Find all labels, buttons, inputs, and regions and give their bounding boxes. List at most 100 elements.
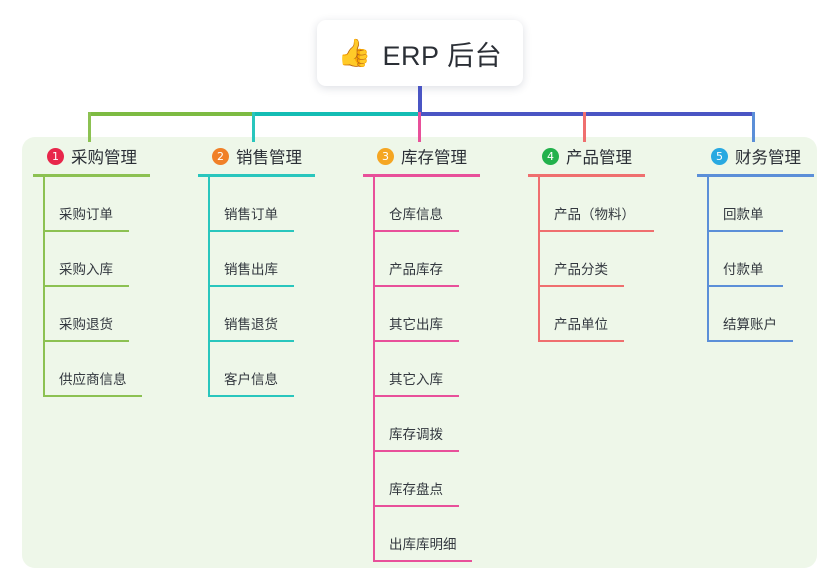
branch-item-label: 产品分类 (554, 262, 608, 277)
branch-item-label: 产品（物料） (554, 207, 635, 222)
branch-item-label: 库存盘点 (389, 482, 443, 497)
branch-item[interactable]: 结算账户 (697, 287, 839, 342)
branch-item-list: 回款单付款单结算账户 (697, 177, 839, 342)
branch-item[interactable]: 客户信息 (198, 342, 348, 397)
branch-item[interactable]: 销售退货 (198, 287, 348, 342)
branch-spine-connector (373, 177, 375, 562)
branch-item-underline (373, 285, 459, 287)
branch-item-label: 出库库明细 (389, 537, 457, 552)
branch-item-label: 产品库存 (389, 262, 443, 277)
branch-item-underline (707, 285, 783, 287)
branch-item-label: 采购订单 (59, 207, 113, 222)
branch-item[interactable]: 仓库信息 (363, 177, 513, 232)
branch-item[interactable]: 产品单位 (528, 287, 683, 342)
branch-item-underline (43, 395, 142, 397)
branch-number-badge: 1 (47, 147, 64, 165)
branch-spine-connector (208, 177, 210, 397)
branch-item[interactable]: 采购退货 (33, 287, 183, 342)
branch-title: 销售管理 (236, 149, 302, 167)
branch-item-label: 回款单 (723, 207, 764, 222)
branch-item-underline (538, 230, 654, 232)
branch-item-list: 产品（物料） 产品分类产品单位 (528, 177, 683, 342)
branch-item[interactable]: 其它出库 (363, 287, 513, 342)
branch-item-underline (707, 230, 783, 232)
branch-number-badge: 5 (711, 147, 728, 165)
branch-drop-connector-3 (418, 112, 421, 142)
branch-column-1: 1 采购管理采购订单采购入库采购退货供应商信息 (33, 143, 183, 397)
branch-underline (198, 174, 315, 177)
branch-column-3: 3 库存管理仓库信息产品库存其它出库其它入库库存调拨库存盘点出库库明细 (363, 143, 513, 562)
branch-spine-connector (43, 177, 45, 397)
branch-item-underline (43, 230, 129, 232)
branch-item-label: 采购退货 (59, 317, 113, 332)
branch-item-underline (373, 395, 459, 397)
branch-item-underline (373, 560, 472, 562)
branch-drop-connector-4 (583, 112, 586, 142)
branch-item-underline (43, 285, 129, 287)
branch-spine-connector (538, 177, 540, 342)
branch-item-label: 库存调拨 (389, 427, 443, 442)
branch-item[interactable]: 产品库存 (363, 232, 513, 287)
branch-item-list: 采购订单采购入库采购退货供应商信息 (33, 177, 183, 397)
branch-item-label: 供应商信息 (59, 372, 127, 387)
bus-segment-teal (252, 112, 418, 116)
branch-item-underline (538, 340, 624, 342)
branch-item-label: 结算账户 (723, 317, 777, 332)
branch-title: 财务管理 (735, 149, 801, 167)
diagram-panel (22, 137, 817, 568)
branch-number-badge: 2 (212, 147, 229, 165)
branch-item-underline (707, 340, 793, 342)
branch-item-label: 销售订单 (224, 207, 278, 222)
branch-item[interactable]: 销售出库 (198, 232, 348, 287)
branch-item-label: 其它出库 (389, 317, 443, 332)
branch-item-underline (208, 340, 294, 342)
root-trunk-connector (418, 86, 422, 114)
branch-title: 库存管理 (401, 149, 467, 167)
branch-column-2: 2 销售管理销售订单销售出库销售退货客户信息 (198, 143, 348, 397)
thumbs-up-icon: 👍 (337, 38, 372, 68)
root-node[interactable]: 👍 ERP 后台 (317, 20, 523, 86)
branch-underline (697, 174, 814, 177)
branch-item-list: 销售订单销售出库销售退货客户信息 (198, 177, 348, 397)
branch-item[interactable]: 采购入库 (33, 232, 183, 287)
branch-header-3[interactable]: 3 库存管理 (363, 143, 513, 169)
branch-item[interactable]: 回款单 (697, 177, 839, 232)
branch-item[interactable]: 出库库明细 (363, 507, 513, 562)
branch-item-underline (208, 395, 294, 397)
branch-header-1[interactable]: 1 采购管理 (33, 143, 183, 169)
branch-item-underline (373, 340, 459, 342)
branch-item-underline (43, 340, 129, 342)
branch-item-label: 其它入库 (389, 372, 443, 387)
branch-item-list: 仓库信息产品库存其它出库其它入库库存调拨库存盘点出库库明细 (363, 177, 513, 562)
bus-segment-green (88, 112, 252, 116)
branch-item[interactable]: 产品分类 (528, 232, 683, 287)
branch-item-underline (208, 285, 294, 287)
branch-item-underline (373, 505, 459, 507)
branch-item[interactable]: 库存调拨 (363, 397, 513, 452)
branch-item[interactable]: 采购订单 (33, 177, 183, 232)
branch-item[interactable]: 库存盘点 (363, 452, 513, 507)
branch-item[interactable]: 产品（物料） (528, 177, 683, 232)
branch-header-5[interactable]: 5 财务管理 (697, 143, 839, 169)
branch-item-label: 销售退货 (224, 317, 278, 332)
root-node-title: ERP 后台 (382, 40, 503, 71)
branch-title: 采购管理 (71, 149, 137, 167)
branch-header-2[interactable]: 2 销售管理 (198, 143, 348, 169)
branch-drop-connector-2 (252, 112, 255, 142)
branch-drop-connector-5 (752, 112, 755, 142)
branch-item[interactable]: 其它入库 (363, 342, 513, 397)
branch-drop-connector-1 (88, 112, 91, 142)
branch-item-underline (538, 285, 624, 287)
branch-item-label: 付款单 (723, 262, 764, 277)
branch-item[interactable]: 销售订单 (198, 177, 348, 232)
branch-item[interactable]: 供应商信息 (33, 342, 183, 397)
branch-item[interactable]: 付款单 (697, 232, 839, 287)
branch-column-5: 5 财务管理回款单付款单结算账户 (697, 143, 839, 342)
branch-underline (528, 174, 645, 177)
branch-number-badge: 3 (377, 147, 394, 165)
branch-item-label: 客户信息 (224, 372, 278, 387)
branch-item-underline (373, 450, 459, 452)
